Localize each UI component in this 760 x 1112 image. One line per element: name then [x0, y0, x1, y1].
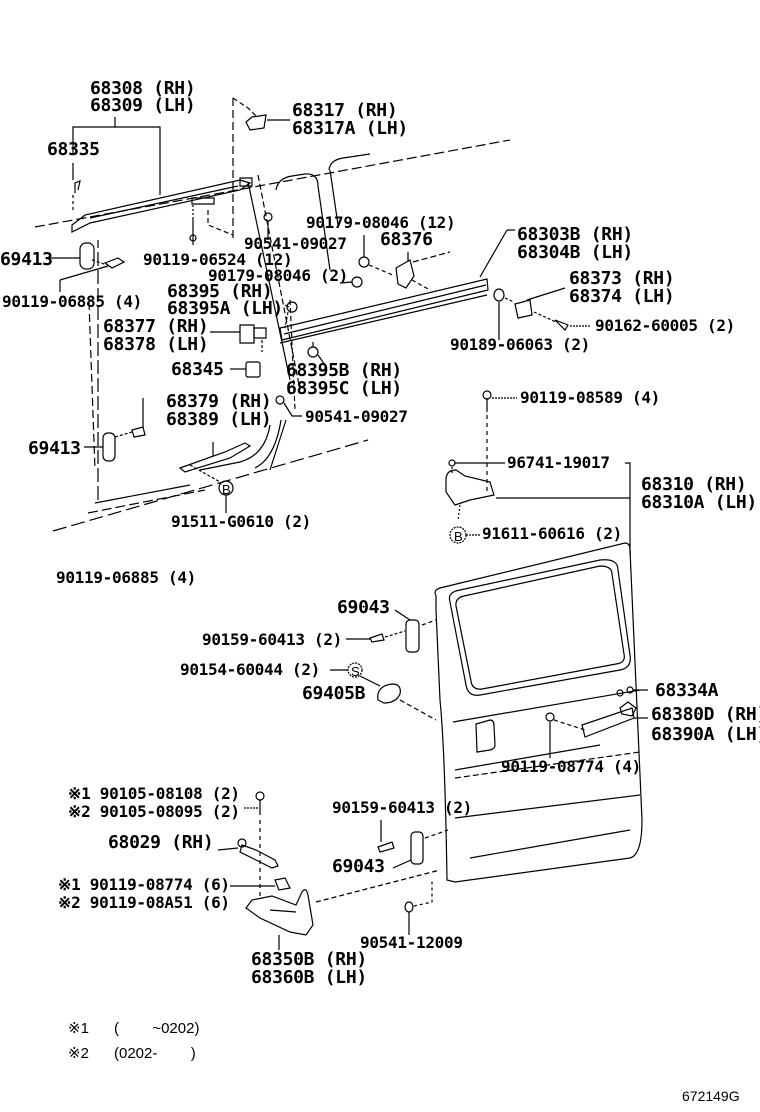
label-roller-68395-rh[interactable]: 68395 (RH) — [167, 281, 273, 302]
label-stopper-top[interactable]: 69413 — [0, 249, 53, 270]
label-cover-68378-lh[interactable]: 68378 (LH) — [103, 334, 209, 355]
label-screw-60413-top[interactable]: 90159-60413 (2) — [202, 630, 342, 649]
label-clip-12009[interactable]: 90541-12009 — [360, 933, 463, 952]
marker-b-lower-rail: B — [222, 482, 231, 497]
label-upper-bracket-lh[interactable]: 68317A (LH) — [292, 118, 408, 139]
label-bracket-68374-lh[interactable]: 68374 (LH) — [569, 286, 675, 307]
label-cap-68345[interactable]: 68345 — [171, 359, 224, 380]
label-bracket-68373-rh[interactable]: 68373 (RH) — [569, 268, 675, 289]
label-lower-rail-lh[interactable]: 68389 (LH) — [166, 409, 272, 430]
label-clip-09027-top[interactable]: 90541-09027 — [244, 234, 347, 253]
label-cap-68335[interactable]: 68335 — [47, 139, 100, 160]
label-upper-rail-lh[interactable]: 68309 (LH) — [90, 95, 196, 116]
marker-b-hinge: B — [454, 529, 463, 544]
label-bracket-68380d-rh[interactable]: 68380D (RH) — [651, 704, 760, 725]
label-screw-60005[interactable]: 90162-60005 (2) — [595, 316, 735, 335]
label-roller-68395c-lh[interactable]: 68395C (LH) — [286, 378, 402, 399]
hinge-center-part — [446, 391, 630, 555]
footnote-2-mark: ※2 — [68, 1045, 89, 1062]
label-bolt-08a51-6[interactable]: ※2 90119-08A51 (6) — [58, 893, 230, 912]
label-hinge-68360b-lh[interactable]: 68360B (LH) — [251, 967, 367, 988]
label-hinge-68310a-lh[interactable]: 68310A (LH) — [641, 492, 757, 513]
label-nut-19017[interactable]: 96741-19017 — [507, 453, 610, 472]
label-nut-08046-2[interactable]: 90179-08046 (2) — [208, 266, 348, 285]
label-arm-68029-rh[interactable]: 68029 (RH) — [108, 832, 214, 853]
lower-rail-part — [180, 420, 281, 472]
label-bolt-06885-top[interactable]: 90119-06885 (4) — [2, 292, 142, 311]
label-center-rail-lh[interactable]: 68304B (LH) — [517, 242, 633, 263]
hinge-lower-part — [230, 870, 440, 950]
upper-rail-part — [72, 178, 252, 232]
label-stopper-bottom[interactable]: 69413 — [28, 438, 81, 459]
label-hinge-68310-rh[interactable]: 68310 (RH) — [641, 474, 747, 495]
marker-s: S — [351, 664, 360, 679]
diagram-id-code: 672149G — [682, 1088, 740, 1104]
sliding-door-outline — [435, 543, 642, 882]
label-upper-bracket-rh[interactable]: 68317 (RH) — [292, 100, 398, 121]
footnote-1-mark: ※1 — [68, 1020, 89, 1037]
label-bolt-08774-4[interactable]: 90119-08774 (4) — [501, 757, 641, 776]
label-lower-rail-rh[interactable]: 68379 (RH) — [166, 391, 272, 412]
label-screw-60044[interactable]: 90154-60044 (2) — [180, 660, 320, 679]
label-cover-68377-rh[interactable]: 68377 (RH) — [103, 316, 209, 337]
label-upper-rail-rh[interactable]: 68308 (RH) — [90, 78, 196, 99]
label-bolt-08108[interactable]: ※1 90105-08108 (2) — [68, 784, 240, 803]
label-bumper-69405b[interactable]: 69405B — [302, 683, 366, 704]
guide-part — [396, 252, 450, 290]
label-center-rail-rh[interactable]: 68303B (RH) — [517, 224, 633, 245]
label-bolt-g0610[interactable]: 91511-G0610 (2) — [171, 512, 311, 531]
label-wedge-69043-top[interactable]: 69043 — [337, 597, 390, 618]
label-roller-68395a-lh[interactable]: 68395A (LH) — [167, 298, 283, 319]
label-washer-06063[interactable]: 90189-06063 (2) — [450, 335, 590, 354]
label-screw-60413-bottom[interactable]: 90159-60413 (2) — [332, 798, 472, 817]
label-bolt-60616[interactable]: 91611-60616 (2) — [482, 524, 622, 543]
center-rail-part — [280, 230, 515, 343]
vehicle-body-outline — [35, 98, 510, 531]
bolt-part — [190, 205, 196, 245]
label-nut-08046-12[interactable]: 90179-08046 (12) — [306, 213, 456, 232]
footnote-1-range: ( ~0202) — [114, 1020, 200, 1037]
label-roller-68395b-rh[interactable]: 68395B (RH) — [286, 360, 402, 381]
label-bolt-06524[interactable]: 90119-06524 (12) — [143, 250, 293, 269]
label-guide-68376[interactable]: 68376 — [380, 229, 433, 250]
label-plug-68334a[interactable]: 68334A — [655, 680, 719, 701]
label-bolt-08774-6[interactable]: ※1 90119-08774 (6) — [58, 875, 230, 894]
label-bolt-08589[interactable]: 90119-08589 (4) — [520, 388, 660, 407]
label-clip-09027-mid[interactable]: 90541-09027 — [305, 407, 408, 426]
footnote-2-range: (0202- ) — [114, 1045, 196, 1062]
label-bolt-06885-bottom[interactable]: 90119-06885 (4) — [56, 568, 196, 587]
label-wedge-69043-bottom[interactable]: 69043 — [332, 856, 385, 877]
label-hinge-68350b-rh[interactable]: 68350B (RH) — [251, 949, 367, 970]
label-bracket-68390a-lh[interactable]: 68390A (LH) — [651, 724, 760, 745]
label-bolt-08095[interactable]: ※2 90105-08095 (2) — [68, 802, 240, 821]
